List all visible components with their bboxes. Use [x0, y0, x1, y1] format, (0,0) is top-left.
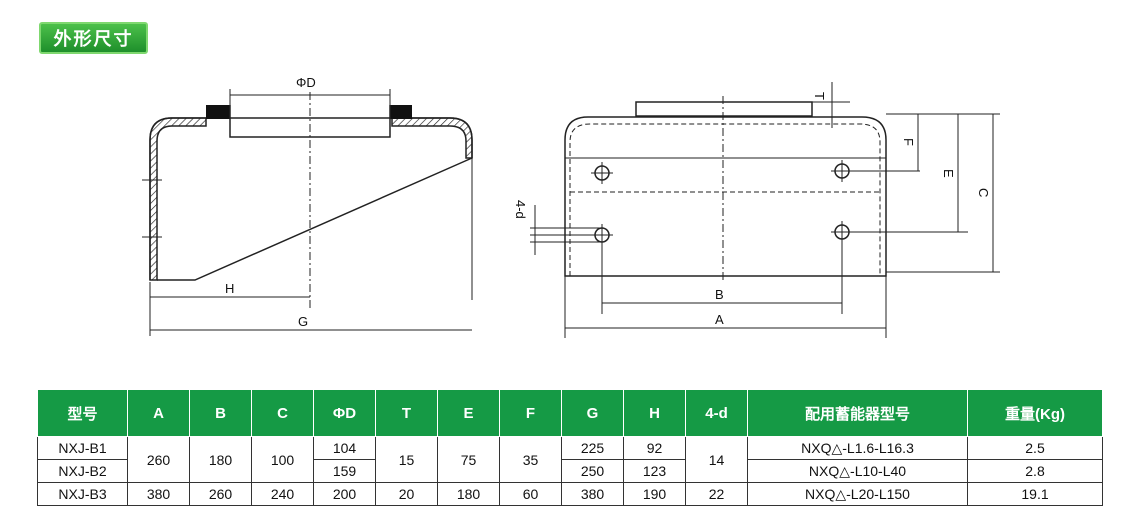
header-4d: 4-d	[685, 389, 748, 437]
header-b: B	[189, 389, 252, 437]
right-base-view	[530, 82, 1000, 338]
left-shell-hatch-right	[391, 117, 473, 159]
header-phi-d: ΦD	[313, 389, 376, 437]
top-plate	[635, 101, 813, 117]
table-row: NXJ-B2 159 250 123 NXQ△-L10-L40 2.8	[37, 459, 1103, 483]
spec-table: 型号 A B C ΦD T E F G H 4-d 配用蓄能器型号 重量(Kg)…	[37, 389, 1103, 506]
cell-model: NXJ-B3	[37, 482, 128, 506]
cell-t: 20	[375, 482, 438, 506]
left-shell-outline	[149, 117, 473, 280]
left-flange-block	[206, 105, 230, 119]
cell-4d: 22	[685, 482, 748, 506]
cell-t: 15	[375, 436, 438, 483]
label-phi-d: ΦD	[296, 75, 316, 90]
base-body	[564, 116, 887, 277]
cell-g: 380	[561, 482, 624, 506]
cell-b: 260	[189, 482, 252, 506]
label-g: G	[298, 314, 308, 329]
cell-weight: 19.1	[967, 482, 1103, 506]
cell-c: 240	[251, 482, 314, 506]
label-e: E	[941, 169, 956, 178]
cell-phi-d: 159	[313, 459, 376, 483]
label-a: A	[715, 312, 724, 327]
header-c: C	[251, 389, 314, 437]
right-flange-block	[390, 105, 412, 119]
cell-model: NXJ-B1	[37, 436, 128, 460]
cell-accumulator: NXQ△-L10-L40	[747, 459, 968, 483]
section-title-badge: 外形尺寸	[39, 22, 148, 54]
header-h: H	[623, 389, 686, 437]
label-c: C	[976, 188, 991, 197]
cell-h: 123	[623, 459, 686, 483]
table-row: NXJ-B3 380 260 240 200 20 180 60 380 190…	[37, 482, 1103, 506]
header-accumulator: 配用蓄能器型号	[747, 389, 968, 437]
header-f: F	[499, 389, 562, 437]
label-b: B	[715, 287, 724, 302]
label-t: T	[812, 92, 827, 100]
cell-4d: 14	[685, 436, 748, 483]
header-weight: 重量(Kg)	[967, 389, 1103, 437]
cell-g: 225	[561, 436, 624, 460]
header-g: G	[561, 389, 624, 437]
cell-accumulator: NXQ△-L1.6-L16.3	[747, 436, 968, 460]
cell-h: 92	[623, 436, 686, 460]
cell-model: NXJ-B2	[37, 459, 128, 483]
cell-f: 35	[499, 436, 562, 483]
dimension-drawing: ΦD H G	[142, 75, 1000, 338]
cell-accumulator: NXQ△-L20-L150	[747, 482, 968, 506]
left-shell-hatch	[149, 117, 207, 281]
cell-a: 260	[127, 436, 190, 483]
base-inner-dashed	[569, 123, 881, 276]
cell-phi-d: 200	[313, 482, 376, 506]
left-side-view	[142, 89, 473, 336]
table-row: NXJ-B1 260 180 100 104 15 75 35 225 92 1…	[37, 436, 1103, 483]
cell-b: 180	[189, 436, 252, 483]
label-f: F	[901, 138, 916, 146]
cell-c: 100	[251, 436, 314, 483]
inner-shelf	[157, 157, 473, 281]
cell-h: 190	[623, 482, 686, 506]
cell-weight: 2.8	[967, 459, 1103, 483]
header-a: A	[127, 389, 190, 437]
cell-e: 180	[437, 482, 500, 506]
header-model: 型号	[37, 389, 128, 437]
cell-weight: 2.5	[967, 436, 1103, 460]
label-h: H	[225, 281, 234, 296]
header-e: E	[437, 389, 500, 437]
cell-g: 250	[561, 459, 624, 483]
cell-e: 75	[437, 436, 500, 483]
cell-f: 60	[499, 482, 562, 506]
cell-phi-d: 104	[313, 436, 376, 460]
cell-a: 380	[127, 482, 190, 506]
header-t: T	[375, 389, 438, 437]
label-4d: 4-d	[513, 200, 528, 219]
table-header-row: 型号 A B C ΦD T E F G H 4-d 配用蓄能器型号 重量(Kg)	[37, 389, 1103, 437]
